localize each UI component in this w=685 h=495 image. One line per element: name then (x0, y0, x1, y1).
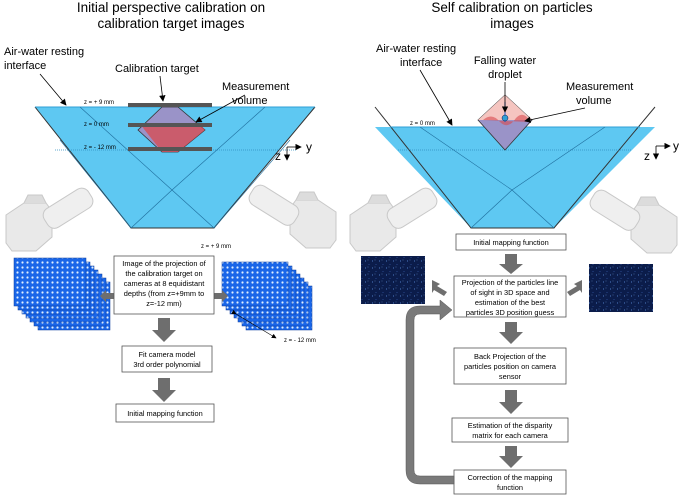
right-droplet (501, 114, 509, 122)
right-flow-arrow-3 (499, 390, 523, 414)
right-arrow-from-left-image (432, 280, 447, 296)
left-volume-arrow (195, 94, 246, 123)
left-box-fit-model (121, 345, 213, 373)
left-axis-indicator: z y (275, 140, 312, 163)
left-axis-y: y (306, 140, 312, 154)
left-stack-top-label: z = + 9 mm (201, 244, 231, 250)
right-box3-line3: sensor (499, 372, 522, 381)
left-box-projection (113, 255, 215, 315)
right-box-projection (453, 275, 567, 318)
right-box-disparity (451, 417, 569, 443)
right-title-line2: images (490, 16, 534, 31)
right-camera-2-icon (586, 186, 678, 254)
right-volume-line1: Measurement (566, 81, 633, 93)
right-box2-line3: estimation of the best (475, 298, 545, 307)
left-axis-z: z (275, 149, 281, 163)
right-box2-line4: particles 3D position guess (466, 308, 555, 317)
right-box-initial-mapping (455, 233, 567, 251)
left-title-line2: calibration target images (97, 16, 244, 31)
right-box2-line1: Projection of the particles line (462, 278, 559, 287)
right-depth-mid: z = 0 mm (410, 121, 435, 127)
left-arrow-from-left-stack (100, 290, 116, 302)
left-depth-top: z = + 9 mm (84, 100, 114, 106)
right-flow-arrow-4 (499, 446, 523, 468)
right-axis-z: z (644, 149, 650, 163)
right-tank-water (375, 127, 655, 228)
left-depth-mid: z = 0 mm (84, 122, 109, 128)
right-droplet-line1: Falling water (474, 55, 537, 67)
left-title-line1: Initial perspective calibration on (77, 0, 265, 15)
right-box2-line2: of sight in 3D space and (470, 288, 549, 297)
left-tank-grid (59, 106, 291, 229)
right-feedback-loop-arrow (405, 299, 455, 485)
left-volume-line2: volume (232, 95, 267, 107)
left-box1-line2: the calibration target on (125, 269, 202, 278)
right-tank-grid (419, 126, 606, 229)
right-interface-line2: interface (400, 57, 442, 69)
right-volume-wave (483, 114, 530, 126)
left-box-initial-mapping (115, 403, 215, 423)
left-target-plate-top (128, 103, 212, 107)
left-flow-arrow-2 (152, 378, 176, 402)
left-box1-line3: cameras at 8 equidistant (124, 279, 205, 288)
right-particle-image-right (589, 264, 653, 312)
left-box3-line1: Initial mapping function (127, 409, 203, 418)
left-volume-red (140, 124, 205, 152)
left-flow-arrow-1 (152, 318, 176, 342)
left-volume-line1: Measurement (222, 81, 289, 93)
left-stack-bot-label: z = - 12 mm (284, 338, 316, 344)
right-box-correction (453, 469, 567, 495)
left-tank-water (35, 107, 315, 228)
left-target-plate-mid (128, 123, 212, 127)
right-axis-y: y (673, 139, 679, 153)
right-camera-1-icon (349, 184, 441, 252)
right-box-back-projection (453, 347, 567, 385)
right-title-line1: Self calibration on particles (431, 0, 593, 15)
right-box5-line1: Correction of the mapping (467, 473, 552, 482)
right-tank-outline (374, 106, 656, 229)
left-target-arrow (159, 75, 166, 102)
right-box4-line1: Estimation of the disparity (468, 421, 553, 430)
left-depth-bot: z = - 12 mm (84, 145, 116, 151)
right-volume-line2: volume (576, 95, 611, 107)
left-interface-arrow (39, 73, 67, 106)
left-stack-depth-arrow (231, 309, 277, 339)
left-box2-line2: 3rd order polynomial (133, 360, 201, 369)
left-panel: Initial perspective calibration on calib… (4, 0, 337, 423)
left-image-stack-right (221, 261, 313, 331)
right-interface-line1: Air-water resting (376, 43, 456, 55)
left-camera-2-icon (245, 181, 337, 249)
right-flow-arrow-1 (499, 254, 523, 274)
right-panel: Self calibration on particles images z =… (349, 0, 678, 495)
left-image-stack-left (13, 257, 111, 331)
left-target-label: Calibration target (115, 63, 199, 75)
right-box4-line2: matrix for each camera (472, 431, 548, 440)
right-droplet-line2: droplet (488, 69, 522, 81)
left-tank-outline (34, 106, 316, 229)
right-axis-indicator: z y (644, 139, 679, 163)
left-target-plate-bot (128, 147, 212, 151)
right-flow-arrow-2 (499, 322, 523, 344)
right-box5-line2: function (497, 483, 523, 492)
right-arrow-from-right-image (567, 280, 582, 296)
left-camera-1-icon (5, 184, 97, 252)
left-box1-line5: z=-12 mm) (146, 299, 182, 308)
left-arrow-from-right-stack (212, 290, 228, 302)
right-volume-arrow (524, 107, 586, 123)
left-box2-line1: Fit camera model (138, 350, 195, 359)
left-box1-line4: depths (from z=+9mm to (124, 289, 205, 298)
left-box1-line1: Image of the projection of (122, 259, 206, 268)
right-box3-line2: particles position on camera (464, 362, 557, 371)
right-particle-image-left (361, 256, 425, 304)
right-box3-line1: Back Projection of the (474, 352, 546, 361)
right-interface-arrow (419, 69, 453, 126)
left-interface-line1: Air-water resting (4, 46, 84, 58)
left-interface-line2: interface (4, 60, 46, 72)
right-box1-line1: Initial mapping function (473, 238, 549, 247)
